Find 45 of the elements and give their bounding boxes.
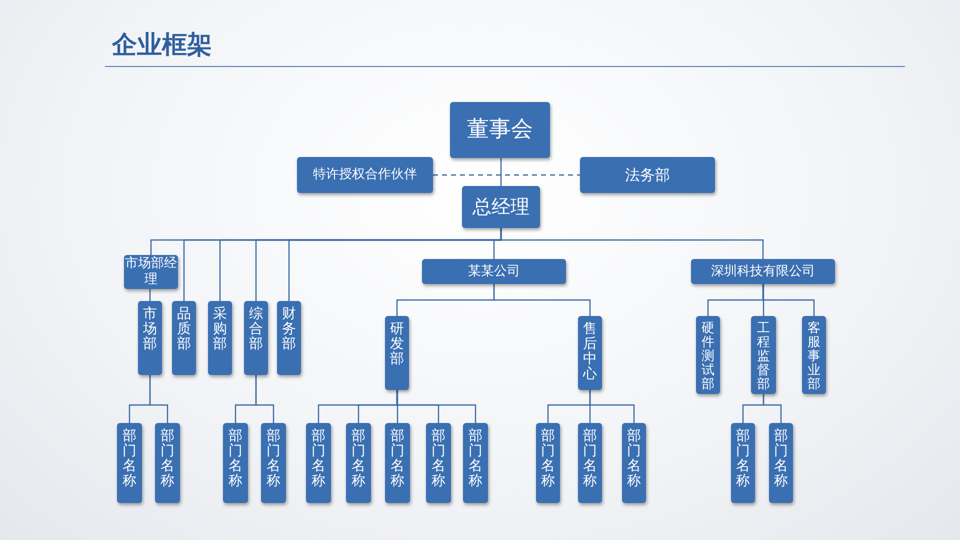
- org-box: 工程监督部: [751, 316, 776, 394]
- org-box: 综合部: [244, 301, 268, 375]
- connector-line: [396, 390, 398, 423]
- org-box: 部门名称: [426, 423, 451, 503]
- org-box: 部门名称: [117, 423, 142, 503]
- org-box: 深圳科技有限公司: [691, 259, 835, 284]
- org-box: 研发部: [385, 316, 409, 390]
- connector-line: [493, 284, 591, 316]
- connector-line: [500, 228, 764, 259]
- org-box: 采购部: [208, 301, 232, 375]
- connector-line: [500, 158, 502, 186]
- org-box: 董事会: [450, 102, 550, 158]
- org-box: 部门名称: [769, 423, 793, 503]
- org-box: 部门名称: [385, 423, 410, 503]
- org-box: 部门名称: [223, 423, 248, 503]
- connector-line: [149, 289, 151, 301]
- connector-line: [762, 394, 782, 423]
- connector-line: [149, 375, 168, 423]
- dashed-connector: [433, 174, 580, 176]
- org-box: 部门名称: [261, 423, 286, 503]
- connector-line: [762, 284, 764, 316]
- org-box: 总经理: [462, 186, 540, 228]
- org-box: 财务部: [277, 301, 301, 375]
- org-box: 部门名称: [622, 423, 646, 503]
- org-box: 特许授权合作伙伴: [297, 157, 433, 193]
- connector-line: [589, 390, 635, 423]
- org-box: 市场部经理: [124, 255, 178, 289]
- org-box: 品质部: [172, 301, 196, 375]
- org-box: 市场部: [138, 301, 162, 375]
- org-box: 法务部: [580, 157, 715, 193]
- org-box: 硬件测试部: [696, 316, 720, 394]
- org-box: 部门名称: [578, 423, 602, 503]
- org-box: 部门名称: [346, 423, 371, 503]
- org-box: 售后中心: [578, 316, 602, 390]
- page-title: 企业框架: [112, 29, 212, 61]
- org-box: 部门名称: [155, 423, 180, 503]
- org-box: 部门名称: [731, 423, 755, 503]
- connector-line: [255, 375, 274, 423]
- org-box: 某某公司: [422, 259, 566, 284]
- org-box: 部门名称: [463, 423, 488, 503]
- connector-line: [396, 390, 476, 423]
- org-box: 部门名称: [306, 423, 331, 503]
- org-box: 部门名称: [536, 423, 560, 503]
- org-box: 客服事业部: [802, 316, 826, 394]
- connector-line: [762, 284, 815, 316]
